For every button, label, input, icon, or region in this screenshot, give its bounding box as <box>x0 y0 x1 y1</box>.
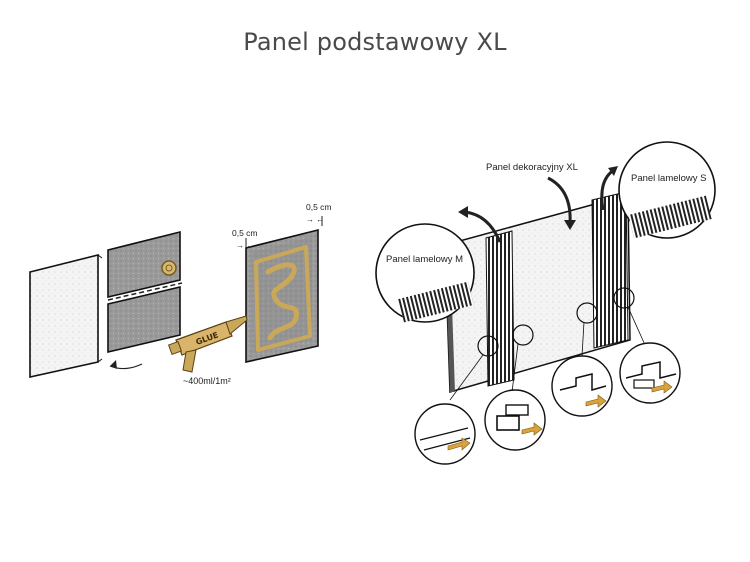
magnifier-lamel-m: Panel lamelowy M <box>375 223 475 323</box>
left-diagram: GLUE ~400ml/1m² 0,5 cm → ← 0,5 cm → ← <box>29 202 332 386</box>
gap-label-right: 0,5 cm <box>306 202 332 212</box>
plain-panel <box>29 253 99 378</box>
detail-circle-4 <box>619 342 681 404</box>
panel-half-lower <box>107 285 181 354</box>
glue-gun-icon: GLUE <box>167 315 248 373</box>
svg-text:→ ←: → ← <box>236 241 254 250</box>
lamel-m-slats <box>485 230 515 387</box>
detail-circle-1 <box>414 403 476 465</box>
detail-circle-3 <box>551 355 613 417</box>
glue-amount-label: ~400ml/1m² <box>183 376 231 386</box>
svg-text:→ ←: → ← <box>306 215 324 224</box>
label-decor: Panel dekoracyjny XL <box>486 162 578 173</box>
detail-circle-2 <box>484 389 546 451</box>
glued-panel <box>245 228 319 363</box>
glue-bead <box>254 245 312 352</box>
lamel-s-slats <box>591 191 629 349</box>
magnifier-lamel-s: Panel lamelowy S <box>618 141 716 239</box>
panel-half-upper <box>107 230 181 299</box>
page-title: Panel podstawowy XL <box>243 28 507 56</box>
right-diagram: Panel lamelowy M Panel lamelowy S Panel … <box>375 141 716 465</box>
gap-label-left: 0,5 cm <box>232 228 258 238</box>
glue-dot-icon <box>161 260 177 276</box>
label-lamel-s: Panel lamelowy S <box>631 173 707 184</box>
label-lamel-m: Panel lamelowy M <box>386 254 463 265</box>
